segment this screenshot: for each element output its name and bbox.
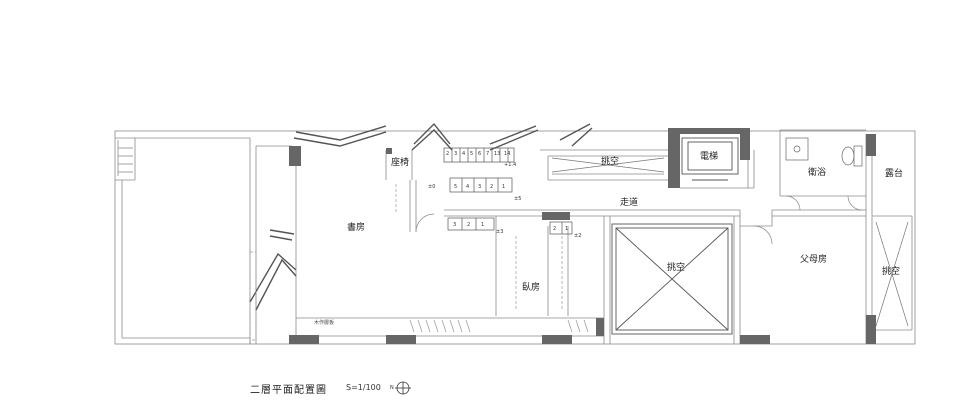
- stair-step: 2: [467, 222, 470, 228]
- stair-step: 3: [453, 222, 456, 228]
- plan-title: 二層平面配置圖: [250, 385, 327, 396]
- stair-step: 2: [490, 184, 493, 190]
- door-swings: [415, 195, 863, 245]
- room-label-void-right: 挑空: [882, 265, 900, 277]
- void-center: [611, 223, 733, 335]
- stair-step: 1: [565, 226, 568, 232]
- level-mark: +1.4: [504, 162, 516, 168]
- room-label-seat: 座椅: [391, 156, 409, 168]
- facade-windows: [249, 122, 593, 311]
- room-label-void-top: 挑空: [601, 155, 619, 167]
- room-label-balcony: 露台: [885, 167, 903, 179]
- stair-step: 13: [494, 151, 500, 157]
- room-label-study: 書房: [347, 221, 365, 233]
- room-label-bath: 衛浴: [808, 166, 826, 178]
- stair-step: 6: [478, 151, 481, 157]
- stair-step: 3: [478, 184, 481, 190]
- stair-step: 1: [481, 222, 484, 228]
- stair-step: 2: [553, 226, 556, 232]
- void-right: [875, 221, 909, 327]
- room-label-void-center: 挑空: [667, 261, 685, 273]
- wardrobe-hatch: [409, 319, 589, 333]
- scale-label: S=1/100: [346, 383, 381, 392]
- stair-step: 5: [454, 184, 457, 190]
- bathroom-fixtures: [785, 137, 863, 167]
- stair-step: 7: [486, 151, 489, 157]
- north-arrow-icon: N: [390, 381, 411, 395]
- level-mark: ±2: [574, 233, 581, 239]
- stair-step: 2: [446, 151, 449, 157]
- stair-step: 5: [470, 151, 473, 157]
- stair-step: 3: [454, 151, 457, 157]
- floor-note: 木作層板: [314, 319, 334, 326]
- room-label-parents: 父母房: [800, 253, 827, 265]
- svg-text:N: N: [390, 385, 394, 391]
- outer-walls: [114, 129, 916, 345]
- elevator-shaft: [681, 137, 739, 181]
- level-mark: ±0: [428, 184, 435, 190]
- stair-step: 14: [504, 151, 510, 157]
- room-label-corridor: 走道: [620, 196, 638, 208]
- stair-step: 4: [462, 151, 465, 157]
- room-label-bedroom: 臥房: [522, 281, 540, 293]
- level-mark: ±3: [496, 229, 503, 235]
- level-mark: ±5: [514, 196, 521, 202]
- room-label-elevator: 電梯: [700, 150, 718, 162]
- void-top: [551, 157, 665, 173]
- columns: [289, 128, 876, 344]
- stair-upper: [443, 147, 573, 235]
- dashed-lines: [249, 184, 563, 341]
- stair-step: 1: [502, 184, 505, 190]
- stair-step: 4: [466, 184, 469, 190]
